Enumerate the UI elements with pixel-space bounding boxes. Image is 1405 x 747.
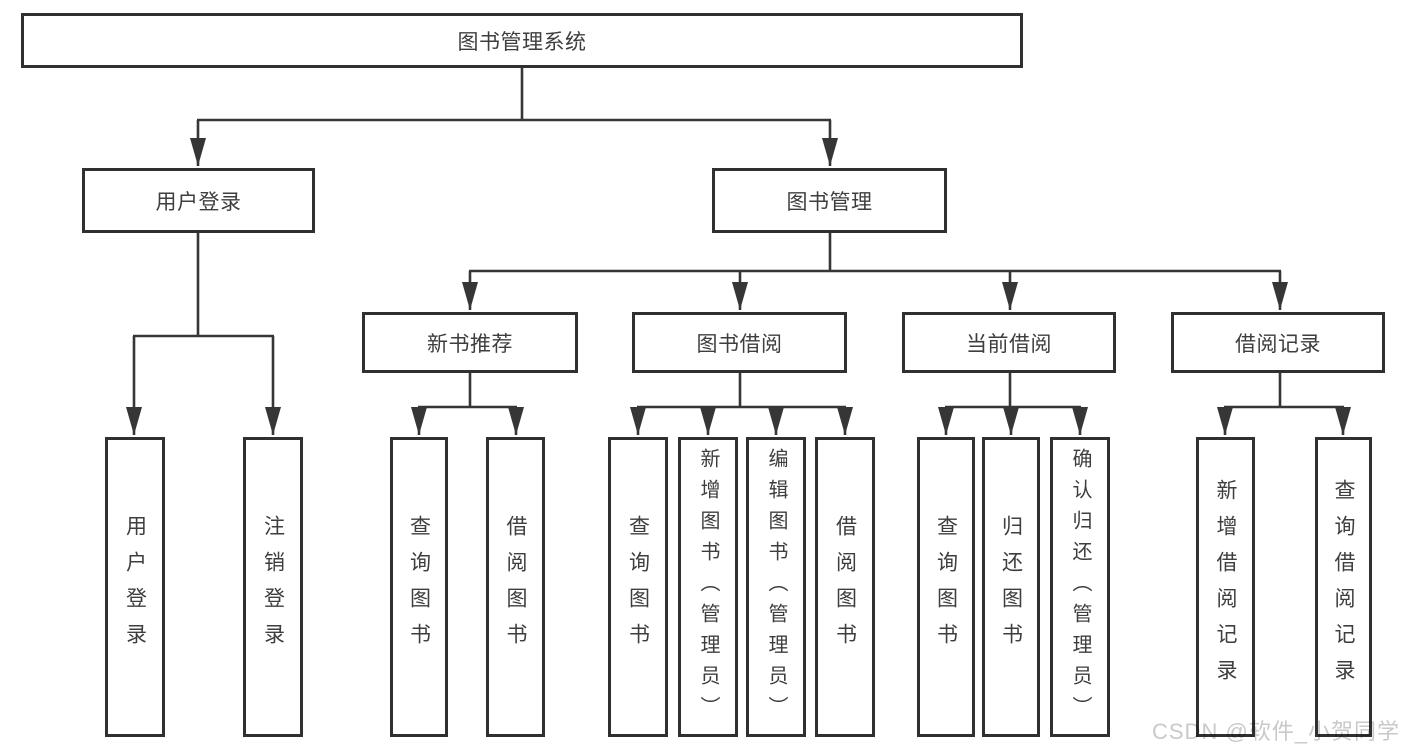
connector-recommend-children	[411, 373, 524, 435]
leaf-logout: 注销登录	[243, 437, 303, 737]
leaf-borrow-add-books-admin: 新增图书（管理员）	[678, 437, 738, 737]
connector-records-children	[1217, 373, 1351, 435]
node-book-management: 图书管理	[712, 168, 947, 233]
leaf-borrow-borrow-books: 借阅图书	[815, 437, 875, 737]
connector-root-to-level2	[190, 68, 838, 166]
leaf-borrow-query-books: 查询图书	[608, 437, 668, 737]
node-user-login: 用户登录	[82, 168, 315, 233]
connector-book-management-children	[462, 233, 1288, 310]
connector-borrow-children	[630, 373, 853, 435]
leaf-current-return-books: 归还图书	[982, 437, 1040, 737]
leaf-current-query-books: 查询图书	[917, 437, 975, 737]
leaf-records-query-record: 查询借阅记录	[1315, 437, 1372, 737]
connector-user-login-children	[126, 233, 281, 435]
connector-current-children	[938, 373, 1088, 435]
leaf-borrow-edit-books-admin: 编辑图书（管理员）	[746, 437, 806, 737]
leaf-current-confirm-return-admin: 确认归还（管理员）	[1050, 437, 1110, 737]
node-root: 图书管理系统	[21, 13, 1023, 68]
node-book-borrow: 图书借阅	[632, 312, 847, 373]
leaf-user-login: 用户登录	[105, 437, 165, 737]
leaf-recommend-borrow-books: 借阅图书	[486, 437, 545, 737]
node-current-borrow: 当前借阅	[902, 312, 1116, 373]
csdn-watermark: CSDN @软件_小贺同学	[1152, 719, 1401, 744]
node-borrow-records: 借阅记录	[1171, 312, 1385, 373]
leaf-records-add-record: 新增借阅记录	[1196, 437, 1255, 737]
leaf-recommend-query-books: 查询图书	[390, 437, 448, 737]
node-new-book-recommend: 新书推荐	[362, 312, 578, 373]
